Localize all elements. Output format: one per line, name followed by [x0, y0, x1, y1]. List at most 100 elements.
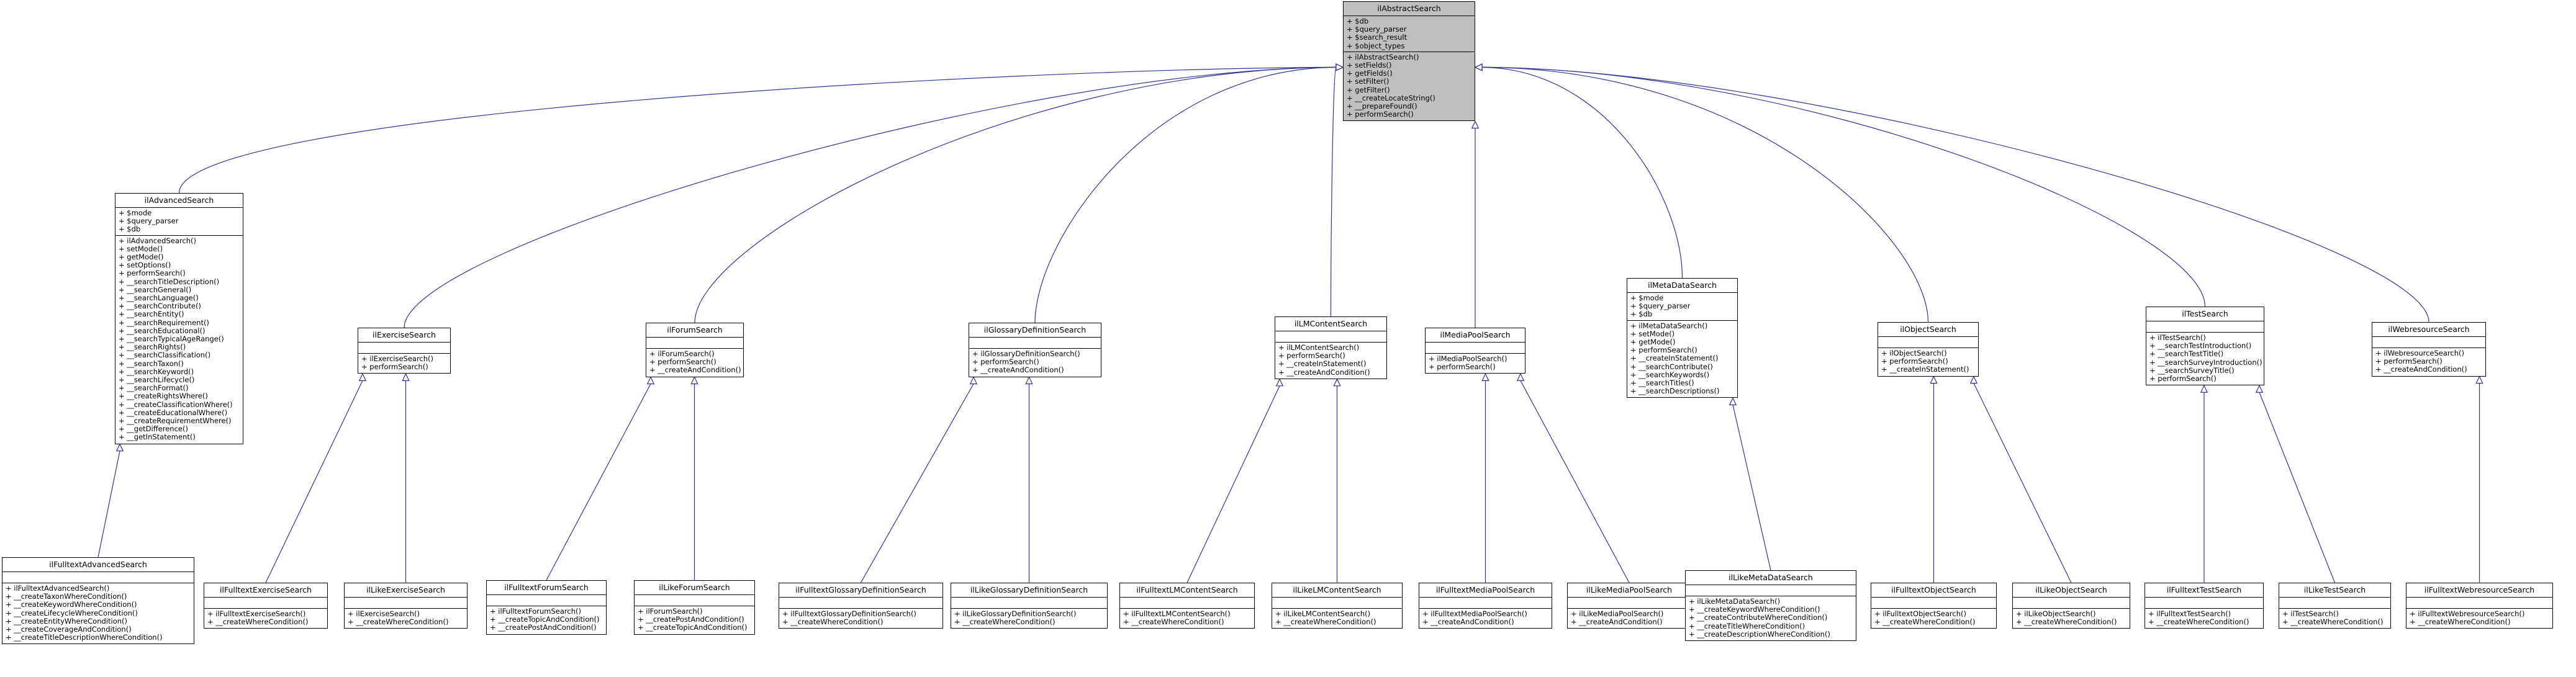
class-operations: + ilFulltextGlossaryDefinitionSearch()+ …: [779, 609, 942, 628]
class-operations: + ilFulltextTestSearch()+ __createWhereC…: [2145, 609, 2263, 628]
class-operation: + ilFulltextWebresourceSearch(): [2410, 609, 2525, 618]
inheritance-arrowhead: [1275, 378, 1284, 387]
class-box-ilLMContentSearch[interactable]: ilLMContentSearch + ilLMContentSearch() + …: [1275, 316, 1387, 379]
class-title: ilLMContentSearch: [1275, 317, 1386, 331]
class-operation: + __createInStatement(): [1881, 365, 1969, 374]
class-operations: + ilFulltextForumSearch()+ __createTopic…: [487, 606, 606, 634]
class-operation: + ilLikeMetaDataSearch(): [1689, 597, 1781, 606]
class-box-ilObjectSearch[interactable]: ilObjectSearch+ ilObjectSearch()+ perfor…: [1878, 322, 1979, 377]
class-operation: + getMode(): [1630, 338, 1676, 347]
class-attributes: [345, 598, 467, 609]
class-box-ilLikeGlossaryDefinitionSearch[interactable]: ilLikeGlossaryDefinitionSearch+ ilLikeGl…: [951, 583, 1108, 629]
class-operation: + __createPostAndCondition(): [638, 615, 744, 624]
class-operation: + performSearch(): [972, 357, 1039, 367]
class-box-ilAbstractSearch[interactable]: ilAbstractSearch+ $db+ $query_parser+ $s…: [1343, 1, 1475, 122]
class-attributes: [1419, 598, 1552, 609]
class-attributes: [635, 595, 754, 606]
class-title: ilAbstractSearch: [1344, 2, 1475, 16]
inheritance-edge: [265, 380, 363, 583]
class-operations: + ilMetaDataSearch()+ setMode()+ getMode…: [1627, 321, 1737, 398]
class-operation: + ilFulltextAdvancedSearch(): [6, 584, 110, 593]
inheritance-arrowhead: [1471, 120, 1480, 129]
class-operation: + __prepareFound(): [1347, 102, 1417, 111]
class-operation: + __searchContribute(): [119, 302, 201, 311]
class-operation: + __searchTaxon(): [119, 359, 184, 368]
class-box-ilFulltextWebresourceSearch[interactable]: ilFulltextWebresourceSearch+ ilFulltextW…: [2406, 583, 2553, 629]
class-operation: + __createKeywordWhereCondition(): [1689, 605, 1820, 614]
class-title: ilLikeMediaPoolSearch: [1568, 583, 1691, 598]
class-operations: + ilForumSearch()+ performSearch()+ __cr…: [646, 349, 743, 377]
class-box-ilForumSearch[interactable]: ilForumSearch+ ilForumSearch()+ performS…: [646, 323, 744, 377]
inheritance-edge: [694, 66, 1337, 323]
class-box-ilLikeExerciseSearch[interactable]: ilLikeExerciseSearch+ ilExerciseSearch()…: [344, 583, 468, 629]
class-box-ilFulltextAdvancedSearch[interactable]: ilFulltextAdvancedSearch+ ilFulltextAdva…: [2, 557, 194, 645]
class-box-ilLikeMediaPoolSearch[interactable]: ilLikeMediaPoolSearch+ ilLikeMediaPoolSe…: [1567, 583, 1691, 629]
class-box-ilFulltextGlossaryDefinitionSearch[interactable]: ilFulltextGlossaryDefinitionSearch+ ilFu…: [779, 583, 943, 629]
class-box-ilFulltextObjectSearch[interactable]: ilFulltextObjectSearch+ ilFulltextObject…: [1871, 583, 1997, 629]
class-operation: + __createWhereCondition(): [1275, 617, 1376, 627]
class-operation: + performSearch(): [361, 362, 428, 372]
class-box-ilLikeLMContentSearch[interactable]: ilLikeLMContentSearch+ ilLikeLMContentSe…: [1272, 583, 1403, 629]
class-operation: + __searchTitles(): [1630, 379, 1694, 388]
inheritance-arrowhead: [2255, 384, 2264, 393]
class-box-ilFulltextTestSearch[interactable]: ilFulltextTestSearch+ ilFulltextTestSear…: [2144, 583, 2264, 629]
class-operation: + __searchKeyword(): [119, 367, 194, 376]
class-operation: + ilForumSearch(): [649, 349, 715, 358]
class-box-ilTestSearch[interactable]: ilTestSearch+ ilTestSearch()+ __searchTe…: [2146, 307, 2264, 386]
class-operation: + __createEducationalWhere(): [119, 408, 228, 417]
class-box-ilFulltextExerciseSearch[interactable]: ilFulltextExerciseSearch+ ilFulltextExer…: [204, 583, 328, 629]
class-operation: + ilFulltextMediaPoolSearch(): [1422, 609, 1527, 618]
class-operations: + ilLikeGlossaryDefinitionSearch()+ __cr…: [951, 609, 1107, 628]
class-operation: + ilLikeGlossaryDefinitionSearch(): [954, 609, 1077, 618]
class-box-ilFulltextForumSearch[interactable]: ilFulltextForumSearch+ ilFulltextForumSe…: [486, 580, 607, 635]
class-attributes: [1272, 598, 1402, 609]
class-box-ilLikeObjectSearch[interactable]: ilLikeObjectSearch+ ilLikeObjectSearch()…: [2012, 583, 2130, 629]
class-operations: + ilGlossaryDefinitionSearch()+ performS…: [969, 349, 1101, 377]
class-operation: + __searchKeywords(): [1630, 370, 1710, 379]
class-operation: + ilLMContentSearch(): [1278, 343, 1360, 352]
inheritance-arrowhead: [1969, 375, 1978, 384]
class-operation: + ilFulltextLMContentSearch(): [1123, 609, 1231, 618]
class-attributes: [2145, 598, 2263, 609]
class-attributes: [358, 343, 450, 354]
class-operation: + ilLikeLMContentSearch(): [1275, 609, 1371, 618]
class-operations: + ilExerciseSearch()+ __createWhereCondi…: [345, 609, 467, 628]
class-operation: + __createWhereCondition(): [2282, 617, 2384, 627]
class-box-ilLikeForumSearch[interactable]: ilLikeForumSearch+ ilForumSearch()+ __cr…: [634, 580, 755, 635]
class-box-ilLikeTestSearch[interactable]: ilLikeTestSearch+ ilTestSearch()+ __crea…: [2279, 583, 2391, 629]
class-box-ilMetaDataSearch[interactable]: ilMetaDataSearch+ $mode+ $query_parser+ …: [1627, 278, 1738, 398]
class-operation: + ilTestSearch(): [2282, 609, 2339, 618]
class-operation: + __createTopicAndCondition(): [490, 615, 600, 624]
class-box-ilFulltextMediaPoolSearch[interactable]: ilFulltextMediaPoolSearch+ ilFulltextMed…: [1419, 583, 1552, 629]
class-operation: + __createAndCondition(): [1278, 367, 1370, 377]
inheritance-arrowhead: [1516, 373, 1525, 382]
inheritance-edge: [2259, 392, 2336, 583]
class-attribute: + $search_result: [1347, 33, 1408, 42]
class-operations: + ilFulltextMediaPoolSearch()+ __createA…: [1419, 609, 1552, 628]
class-attribute: + $db: [119, 225, 141, 234]
class-operation: + __searchSurveyTitle(): [2149, 365, 2235, 375]
inheritance-arrowhead: [1930, 375, 1938, 384]
inheritance-arrowhead: [1481, 373, 1489, 382]
class-box-ilAdvancedSearch[interactable]: ilAdvancedSearch+ $mode+ $query_parser+ …: [115, 193, 243, 444]
class-operation: + __createAndCondition(): [1422, 617, 1514, 627]
class-operation: + setOptions(): [119, 261, 171, 270]
class-operation: + __createContributeWhereCondition(): [1689, 613, 1828, 622]
class-operations: + ilLikeObjectSearch()+ __createWhereCon…: [2013, 609, 2130, 628]
class-operation: + __createWhereCondition(): [1874, 617, 1976, 627]
class-operation: + __createWhereCondition(): [2016, 617, 2117, 627]
class-box-ilWebresourceSearch[interactable]: ilWebresourceSearch+ ilWebresourceSearch…: [2372, 322, 2486, 377]
class-attributes: [1878, 337, 1978, 348]
class-operation: + __createWhereCondition(): [207, 617, 309, 627]
class-operations: + ilLikeLMContentSearch()+ __createWhere…: [1272, 609, 1402, 628]
class-box-ilGlossaryDefinitionSearch[interactable]: ilGlossaryDefinitionSearch+ ilGlossaryDe…: [969, 323, 1101, 377]
class-box-ilLikeMetaDataSearch[interactable]: ilLikeMetaDataSearch+ ilLikeMetaDataSear…: [1685, 570, 1856, 642]
class-box-ilFulltextLMContentSearch[interactable]: ilFulltextLMContentSearch+ ilFulltextLMC…: [1119, 583, 1255, 629]
class-box-ilExerciseSearch[interactable]: ilExerciseSearch+ ilExerciseSearch()+ pe…: [358, 328, 451, 374]
class-operation: + performSearch(): [2149, 374, 2217, 383]
class-box-ilMediaPoolSearch[interactable]: ilMediaPoolSearch+ ilMediaPoolSearch()+ …: [1425, 328, 1525, 374]
class-attributes: + $mode+ $query_parser+ $db: [115, 208, 243, 236]
class-operation: + __createAndCondition(): [649, 365, 741, 375]
class-operation: + __searchLifecycle(): [119, 375, 195, 385]
inheritance-arrowhead: [1474, 63, 1483, 71]
